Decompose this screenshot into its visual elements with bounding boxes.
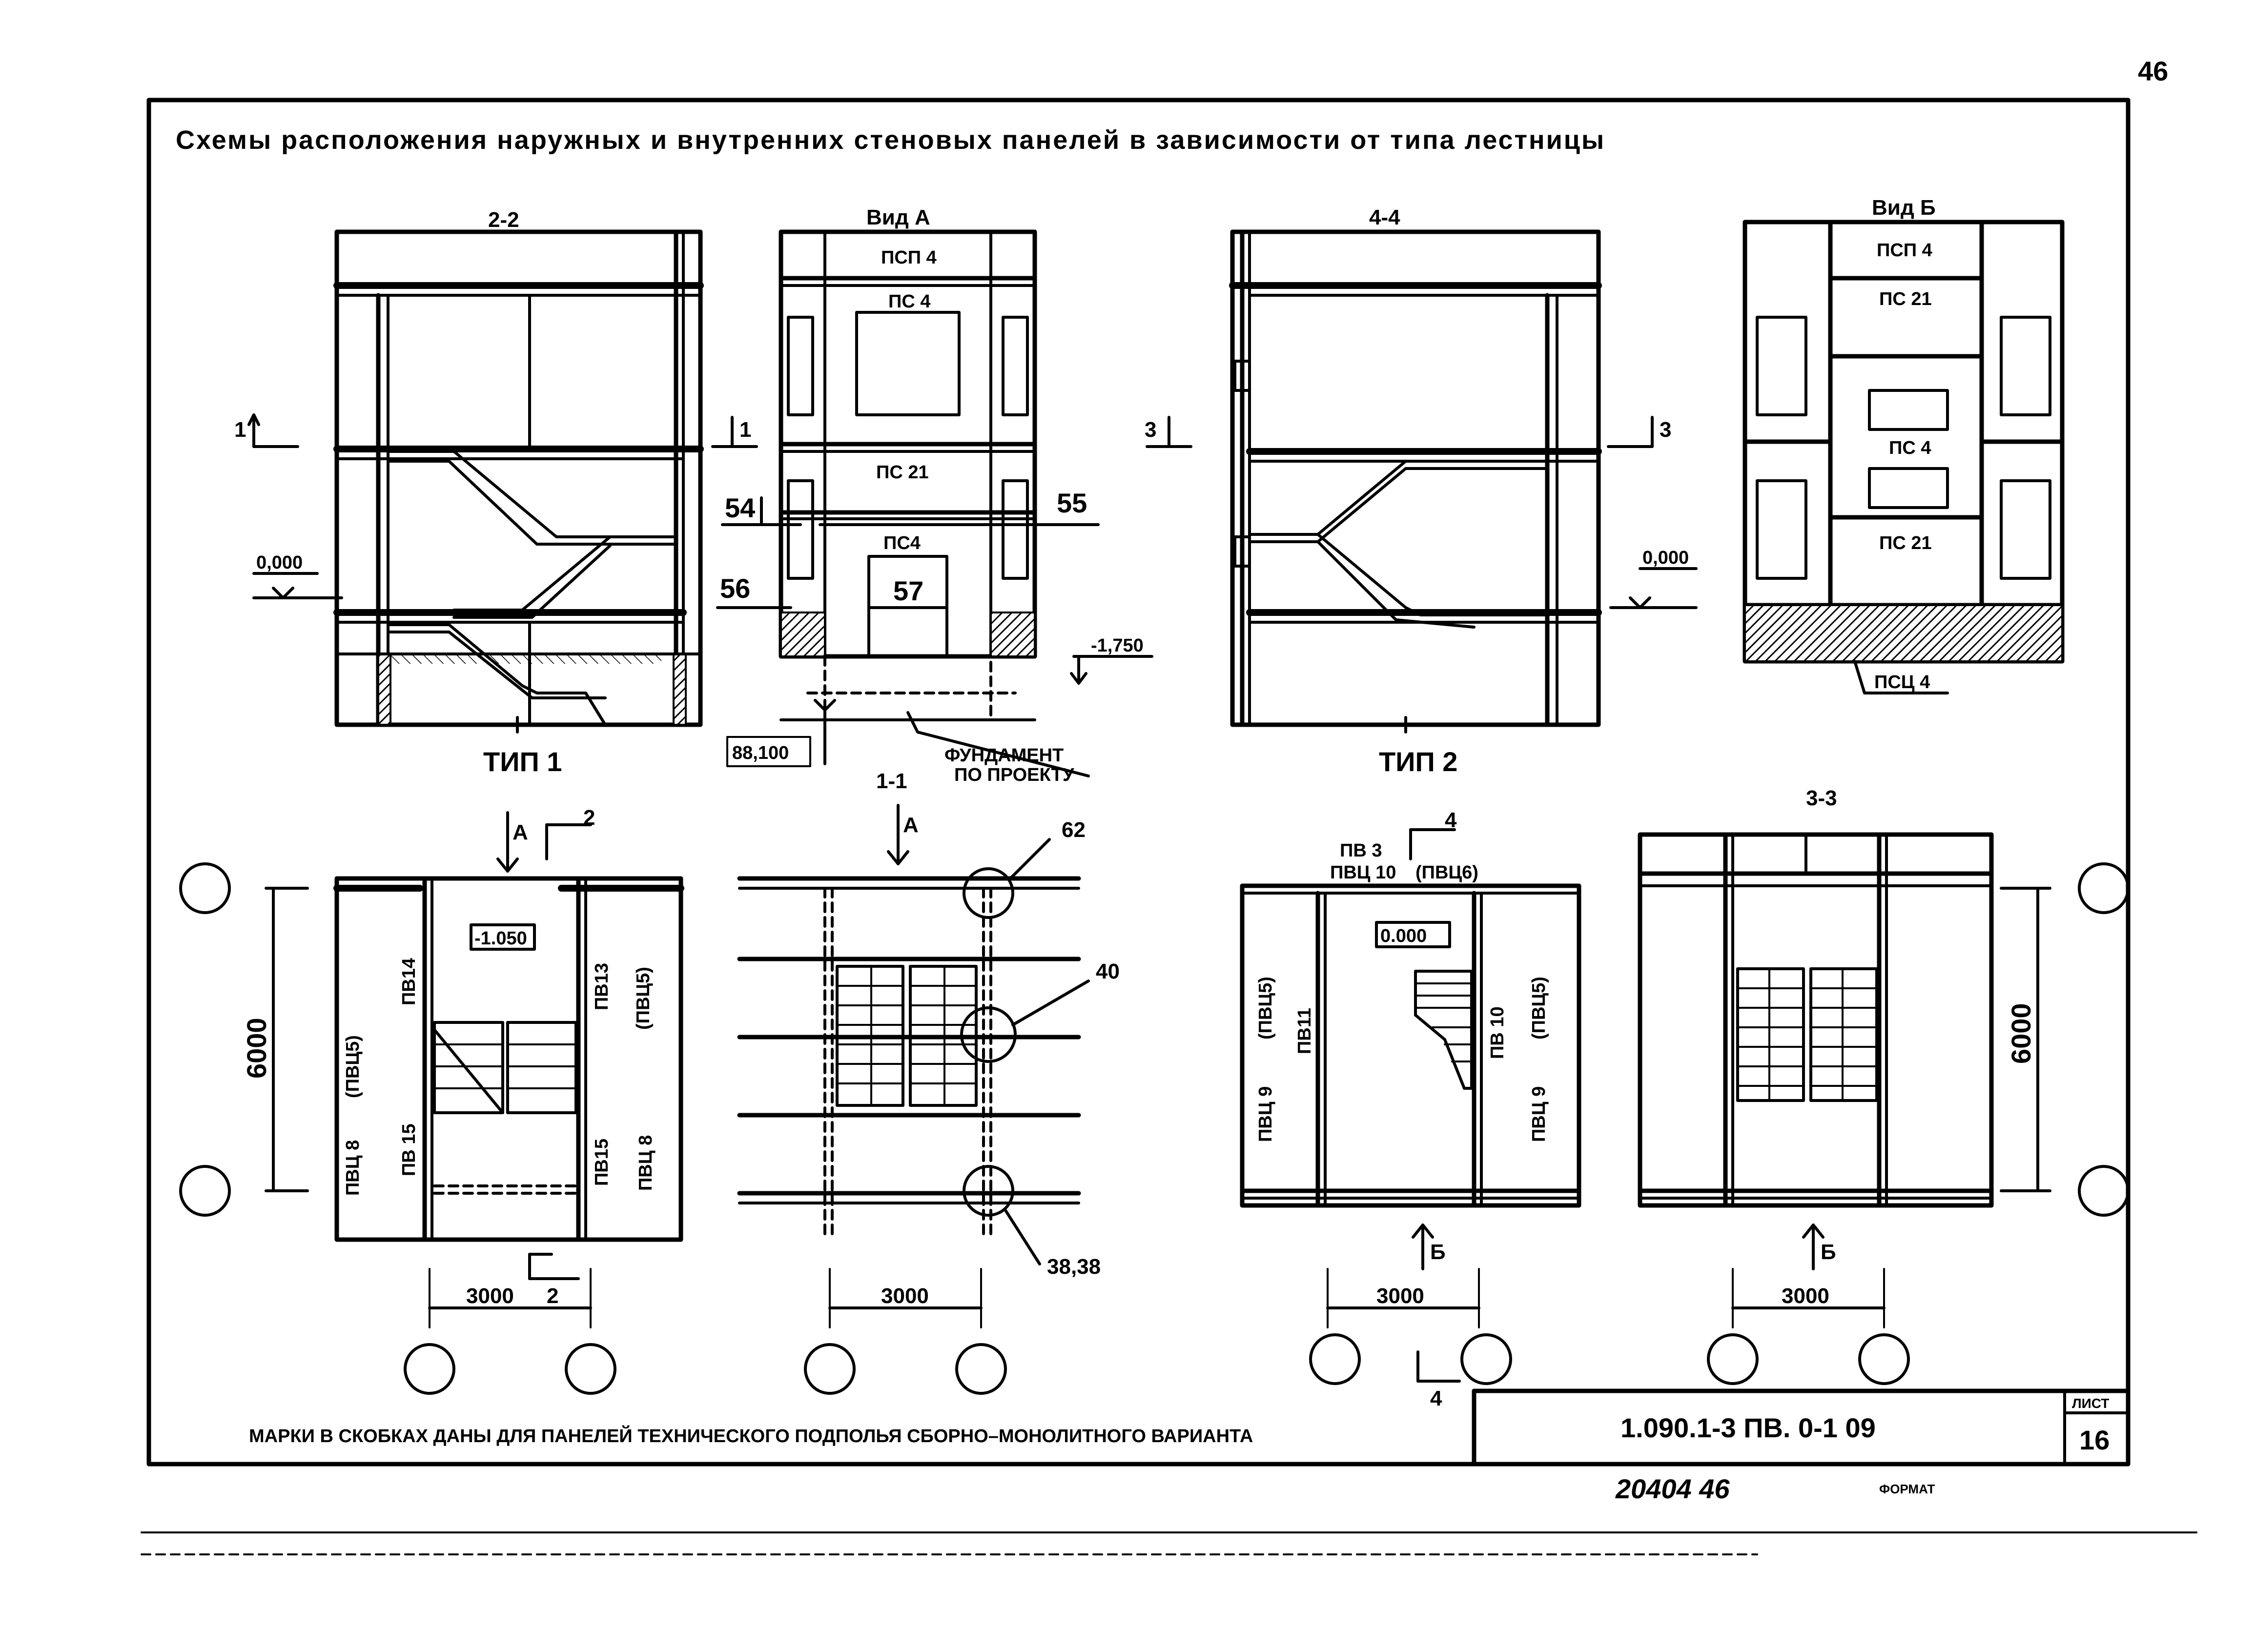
panel-pb15-right: ПВ15	[592, 1139, 612, 1186]
mark-54: 54	[725, 492, 755, 523]
type-2-label: ТИП 2	[1379, 746, 1457, 777]
mark-40: 40	[1096, 959, 1120, 983]
panel-pbc5-left: (ПВЦ5)	[343, 1035, 363, 1098]
doc-code: 1.090.1-3 ПВ. 0-1 09	[1620, 1412, 1876, 1443]
mark-88-100: 88,100	[732, 743, 789, 763]
mark-62: 62	[1062, 818, 1086, 842]
foundation-label-2: ПО ПРОЕКТУ	[954, 765, 1074, 785]
dim-3000-plan1: 3000	[466, 1284, 514, 1308]
panel-ps4b-a: ПС4	[883, 533, 921, 553]
plan-3-3: 3-3 6000 Б	[1638, 786, 2130, 1385]
section-1-mark-left: 1	[234, 418, 246, 442]
level-minus-1050: -1.050	[474, 928, 527, 949]
panel-pb13: ПВ13	[592, 963, 612, 1010]
panel-pbc10: ПВЦ 10	[1330, 862, 1396, 883]
section-4-4: 4-4 3 3 0,000 ТИП 2	[1145, 205, 1698, 777]
mark-55: 55	[1057, 488, 1087, 518]
corner-number: 46	[2138, 56, 2168, 86]
section-3-3-label: 3-3	[1806, 786, 1837, 810]
plan-type-2: ПВ 3 ПВЦ 10 (ПВЦ6) 4 0.000 (ПВЦ5) ПВЦ 9 …	[1240, 808, 1581, 1410]
arrow-b-left: Б	[1430, 1240, 1446, 1264]
dim-3000-plan2: 3000	[1376, 1284, 1424, 1308]
format-label: ФОРМАТ	[1879, 1482, 1935, 1496]
view-b: Вид Б ПСП 4 ПС 21 ПС 4 ПС 21 ПСЦ 4	[1742, 196, 2065, 694]
panel-pbc9-right: ПВЦ 9	[1529, 1086, 1549, 1142]
section-1-1-label: 1-1	[876, 769, 907, 793]
section-2-2-label: 2-2	[488, 208, 519, 232]
section-1-mark-right: 1	[739, 418, 751, 442]
arrow-a-center: А	[903, 813, 919, 837]
section-4-4-label: 4-4	[1369, 205, 1400, 229]
type-1-label: ТИП 1	[483, 746, 562, 777]
footer-note: МАРКИ В СКОБКАХ ДАНЫ ДЛЯ ПАНЕЛЕЙ ТЕХНИЧЕ…	[249, 1425, 1253, 1447]
panel-pbc9-left: ПВЦ 9	[1255, 1086, 1276, 1142]
foundation-label-1: ФУНДАМЕНТ	[944, 745, 1064, 766]
panel-ps21-b-bottom: ПС 21	[1879, 533, 1932, 553]
dim-6000-left: 6000	[241, 1018, 272, 1079]
archive-number: 20404 46	[1615, 1473, 1730, 1504]
section-2-mark-bottom: 2	[547, 1284, 558, 1308]
arrow-a-left: А	[512, 820, 528, 844]
panel-pbc5-right: (ПВЦ5)	[633, 967, 654, 1030]
view-b-label: Вид Б	[1872, 196, 1936, 220]
panel-pb10: ПВ 10	[1487, 1006, 1508, 1059]
section-2-mark-top: 2	[583, 806, 595, 830]
sheet-frame	[141, 98, 2197, 1555]
panel-ps4-a: ПС 4	[888, 291, 930, 312]
panel-pbc8-right: ПВЦ 8	[636, 1135, 656, 1191]
arrow-b-right: Б	[1821, 1240, 1836, 1264]
mark-57: 57	[893, 575, 923, 606]
panel-pbc6: (ПВЦ6)	[1415, 862, 1478, 883]
section-3-mark-right: 3	[1660, 418, 1671, 442]
panel-pbc5-t2-left: (ПВЦ5)	[1255, 977, 1276, 1040]
mark-38-38: 38,38	[1047, 1255, 1101, 1279]
dim-3000-plan-3-3: 3000	[1782, 1284, 1829, 1308]
level-zero-left: 0,000	[256, 552, 303, 573]
sheet-number: 16	[2079, 1425, 2110, 1455]
page-title: Схемы расположения наружных и внутренних…	[176, 125, 1605, 155]
dim-3000-plan-1-1: 3000	[881, 1284, 929, 1308]
level-minus-1750: -1,750	[1091, 635, 1144, 656]
mark-56: 56	[720, 573, 750, 604]
panel-ps4-b: ПС 4	[1889, 438, 1931, 458]
panel-ps21-a: ПС 21	[876, 462, 929, 483]
section-2-2: 2-2 1 1 0,000	[234, 208, 758, 777]
panel-ps21-b-top: ПС 21	[1879, 289, 1932, 309]
section-3-mark-left: 3	[1145, 418, 1156, 442]
panel-pb11: ПВ11	[1294, 1008, 1315, 1054]
panel-pb3: ПВ 3	[1340, 840, 1382, 861]
sheet-label: ЛИСТ	[2072, 1396, 2109, 1411]
panel-pb14: ПВ14	[399, 958, 419, 1005]
panel-pbc8-left: ПВЦ 8	[343, 1140, 363, 1196]
level-zero-box: 0.000	[1380, 926, 1427, 946]
panel-psc4-b: ПСЦ 4	[1874, 672, 1930, 693]
panel-pbc5-t2-right: (ПВЦ5)	[1529, 977, 1549, 1040]
level-zero-right: 0,000	[1642, 548, 1689, 568]
section-4-mark-bottom: 4	[1430, 1387, 1442, 1410]
plan-type-1: 6000 -1.050 ПВ14 ПВ13 (ПВЦ5) (ПВЦ5) ПВЦ …	[179, 806, 684, 1395]
plan-1-1: 1-1 А 62	[737, 769, 1120, 1395]
section-4-mark-top: 4	[1445, 808, 1457, 832]
panel-pb15-left: ПВ 15	[399, 1123, 419, 1176]
view-a: Вид А ПСП 4 ПС 4 ПС 21 ПС4 54 55 56 57	[716, 205, 1153, 785]
panel-psp4-a: ПСП 4	[881, 247, 937, 268]
view-a-label: Вид А	[866, 205, 930, 229]
panel-psp4-b: ПСП 4	[1877, 240, 1932, 261]
dim-6000-right: 6000	[2006, 1003, 2036, 1064]
